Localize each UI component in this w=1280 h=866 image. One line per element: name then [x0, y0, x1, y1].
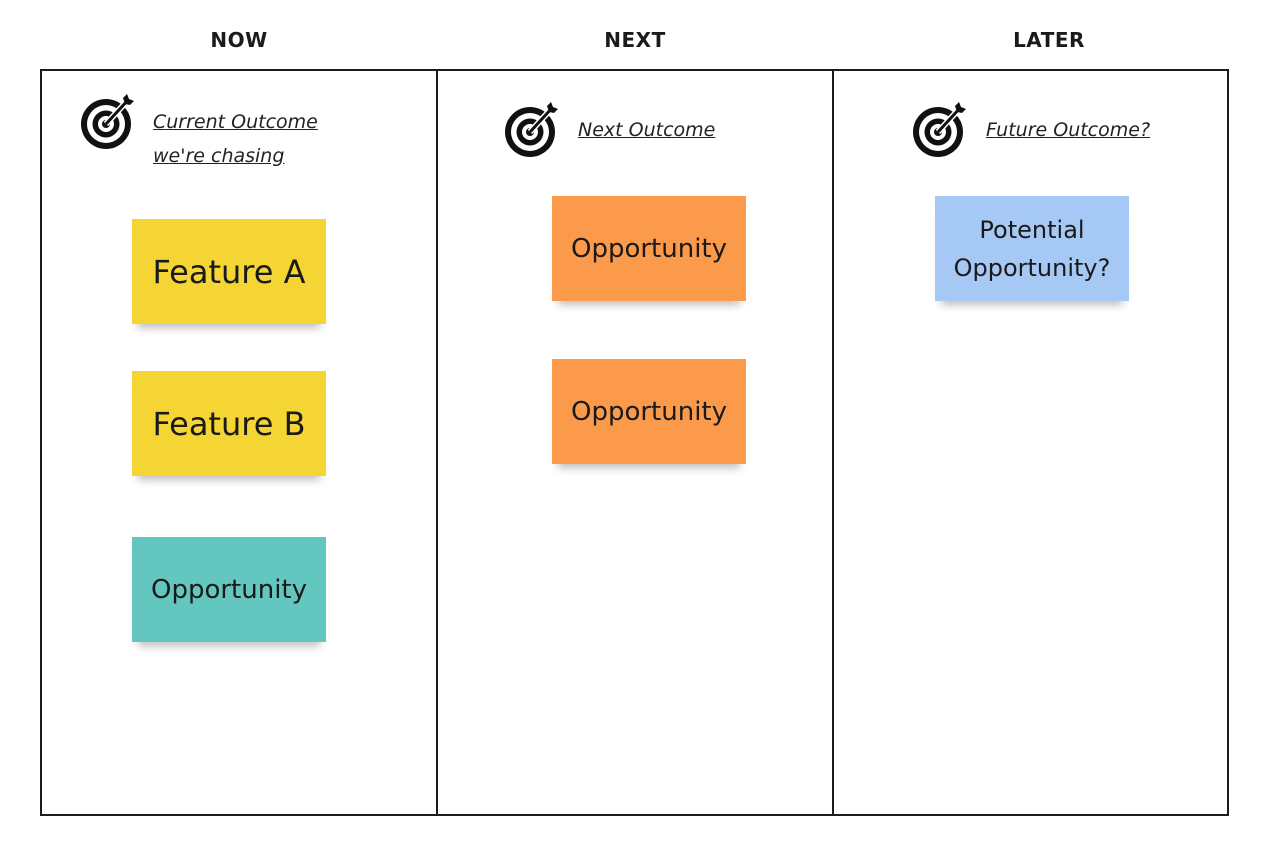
sticky-note-text: Opportunity: [150, 574, 308, 605]
sticky-note-text: Opportunity: [570, 233, 728, 264]
sticky-note[interactable]: Feature A: [132, 219, 326, 324]
column-divider: [436, 69, 438, 816]
sticky-note-text: Potential Opportunity?: [953, 215, 1111, 282]
roadmap-board: [40, 69, 1229, 816]
sticky-note-text: Feature B: [152, 404, 306, 443]
sticky-note-text: Opportunity: [570, 396, 728, 427]
column-heading-next: NEXT: [604, 28, 666, 52]
column-heading-now: NOW: [210, 28, 268, 52]
outcome-line: we're chasing: [153, 145, 285, 167]
sticky-note[interactable]: Opportunity: [132, 537, 326, 642]
sticky-note-text: Feature A: [152, 252, 306, 291]
outcome-label-next: Next Outcome: [578, 119, 716, 141]
column-divider: [832, 69, 834, 816]
sticky-note[interactable]: Opportunity: [552, 359, 746, 464]
outcome-label-later: Future Outcome?: [986, 119, 1151, 141]
target-icon: [505, 102, 558, 157]
outcome-line: Current Outcome: [153, 111, 318, 133]
column-heading-later: LATER: [1013, 28, 1085, 52]
target-icon: [81, 94, 134, 149]
target-icon: [913, 102, 966, 157]
sticky-note[interactable]: Opportunity: [552, 196, 746, 301]
outcome-label-now: Current Outcome we're chasing: [153, 105, 318, 173]
sticky-note[interactable]: Potential Opportunity?: [935, 196, 1129, 301]
sticky-note[interactable]: Feature B: [132, 371, 326, 476]
